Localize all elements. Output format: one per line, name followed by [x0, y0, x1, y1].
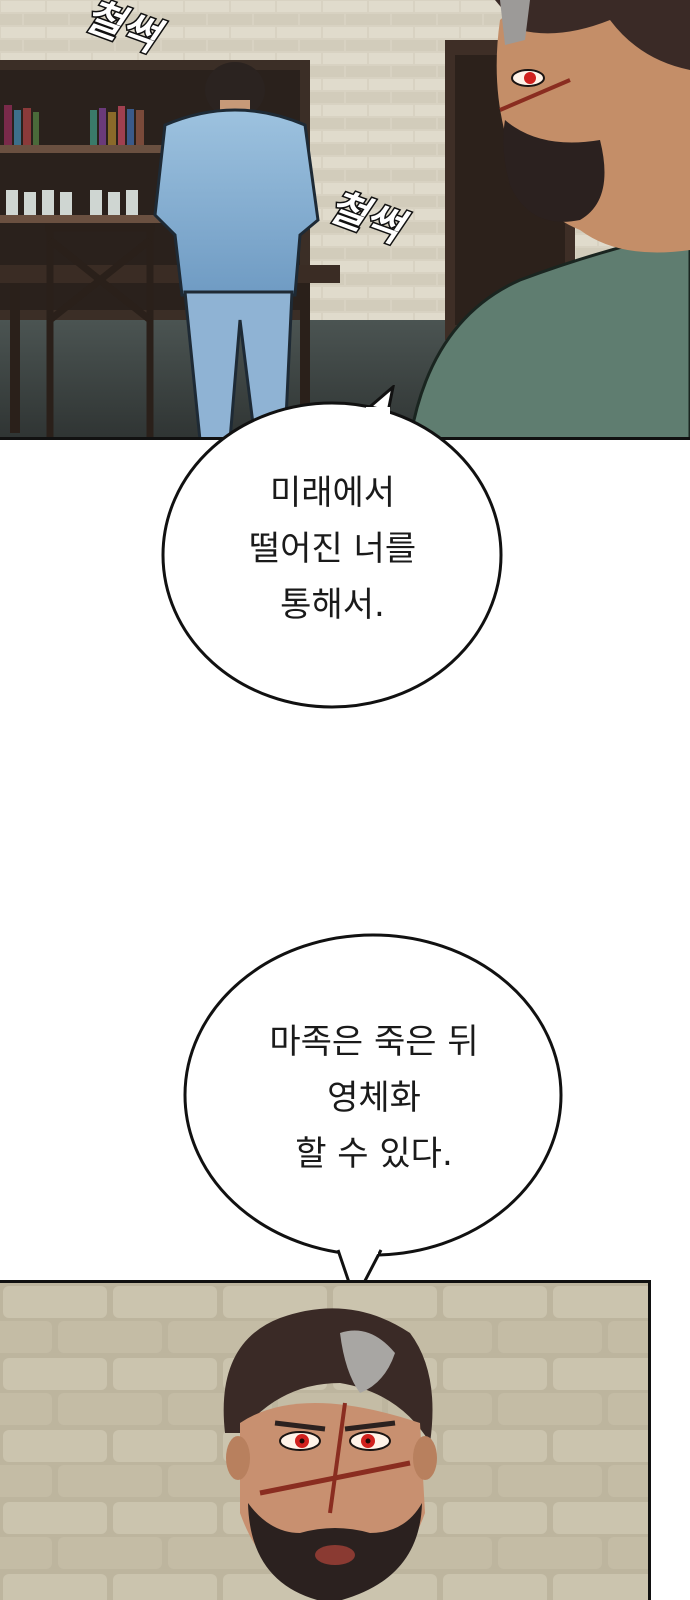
speech-bubble-1: 미래에서 떨어진 너를 통해서. [160, 385, 505, 710]
speech-line: 미래에서 [269, 473, 396, 513]
speech-bubble-2-shape [183, 933, 563, 1302]
eye-left [279, 1431, 321, 1451]
comic-panel-bottom [0, 1280, 651, 1600]
speech-line: 떨어진 너를 [248, 529, 417, 569]
bearded-man-portrait [0, 1283, 648, 1600]
speech-bubble-1-text: 미래에서 떨어진 너를 통해서. [160, 465, 505, 633]
speech-line: 마족은 죽은 뒤 [269, 1022, 479, 1062]
comic-panel-top: 철썩 철썩 [0, 0, 690, 440]
man-from-behind [153, 62, 320, 437]
eye-right [349, 1431, 391, 1451]
speech-bubble-2: 마족은 죽은 뒤 영체화 할 수 있다. [183, 932, 565, 1302]
speech-bubble-2-text: 마족은 죽은 뒤 영체화 할 수 있다. [183, 1014, 565, 1182]
library-scene-illustration [0, 0, 690, 437]
speech-bubble-1-shape [161, 385, 503, 709]
speech-line: 영체화 [327, 1078, 421, 1118]
speech-line: 할 수 있다. [295, 1134, 453, 1174]
scarred-man-closeup [409, 0, 690, 437]
speech-line: 통해서. [280, 585, 385, 625]
